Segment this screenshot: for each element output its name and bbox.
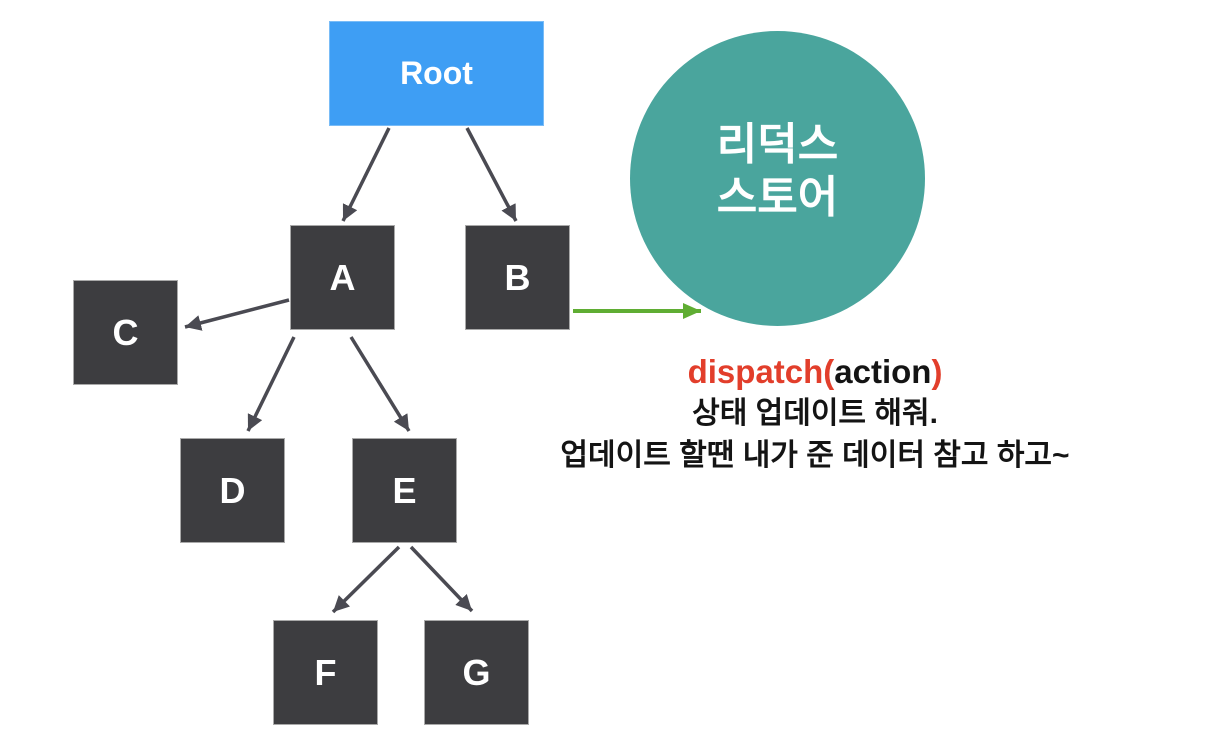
tree-node-a: A [290,225,395,330]
arrow-e-f [331,545,401,614]
root-label: Root [400,55,473,91]
arrow-a-c [184,298,290,331]
tree-node-c: C [73,280,178,385]
tree-node-b: B [465,225,570,330]
node-c-label: C [112,311,139,353]
dispatch-prefix: dispatch( [687,353,835,390]
node-e-label: E [392,469,417,511]
arrow-root-b [465,127,518,222]
dispatch-suffix: ) [931,353,943,390]
arrow-e-g [409,545,474,613]
annotation-line2: 상태 업데이트 해줘. [692,397,938,430]
store-label-line1: 리덕스 [716,119,839,169]
store-label-line2: 스토어 [716,172,839,222]
tree-node-d: D [180,438,285,543]
tree-node-f: F [273,620,378,725]
node-g-label: G [462,651,491,693]
arrow-a-e [349,336,411,432]
annotation-line3: 업데이트 할땐 내가 준 데이터 참고 하고~ [560,439,1070,472]
tree-node-g: G [424,620,529,725]
node-b-label: B [504,256,531,298]
dispatch-call-text: dispatch(action) [415,351,1214,393]
redux-store-circle: 리덕스 스토어 [630,31,925,326]
arrow-a-d [246,336,296,432]
tree-node-e: E [352,438,457,543]
dispatch-annotation: dispatch(action) 상태 업데이트 해줘. 업데이트 할땐 내가 … [415,351,1214,477]
node-f-label: F [314,651,337,693]
node-d-label: D [219,469,246,511]
node-a-label: A [329,256,356,298]
tree-node-root: Root [329,21,544,126]
dispatch-arg: action [834,353,932,390]
arrow-root-a [341,127,391,222]
